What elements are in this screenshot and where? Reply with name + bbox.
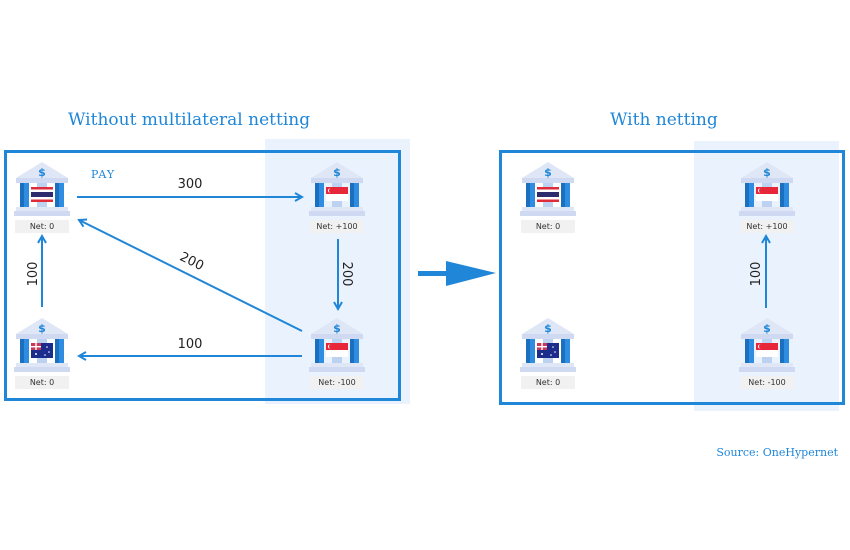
net-position-label: Net: +100 <box>310 220 364 233</box>
right-panel-frame <box>499 150 845 405</box>
bank-icon: $ <box>520 162 576 216</box>
arrow-right-icon <box>418 261 496 286</box>
australia-flag-icon <box>537 343 559 358</box>
dollar-icon: $ <box>544 166 552 179</box>
net-position-label: Net: +100 <box>740 220 794 233</box>
dollar-icon: $ <box>38 322 46 335</box>
dollar-icon: $ <box>763 322 771 335</box>
singapore-flag-icon <box>326 187 348 201</box>
flow-amount: 100 <box>749 262 764 287</box>
bank-icon: $ <box>520 318 576 372</box>
dollar-icon: $ <box>544 322 552 335</box>
dollar-icon: $ <box>333 322 341 335</box>
flow-amount: 100 <box>26 262 41 287</box>
net-position-label: Net: -100 <box>740 376 794 389</box>
flow-amount: 300 <box>178 177 203 192</box>
bank-icon: $ <box>14 162 70 216</box>
bank-icon: $ <box>739 162 795 216</box>
singapore-flag-icon <box>326 343 348 357</box>
bank-singapore-bottom: $ Net: -100 <box>307 314 367 394</box>
right-panel-title: With netting <box>610 110 718 130</box>
dollar-icon: $ <box>763 166 771 179</box>
net-position-label: Net: 0 <box>15 220 69 233</box>
bank-icon: $ <box>14 318 70 372</box>
left-panel-title: Without multilateral netting <box>68 110 311 130</box>
thailand-flag-icon <box>31 187 53 202</box>
singapore-flag-icon <box>756 343 778 357</box>
net-position-label: Net: 0 <box>521 220 575 233</box>
bank-singapore-top: $ Net: +100 <box>737 158 797 238</box>
flow-arrow-singapore-to-thailand <box>79 220 303 332</box>
bank-thailand: $ Net: 0 <box>12 158 72 238</box>
bank-australia: $ Net: 0 <box>518 314 578 394</box>
bank-australia: $ Net: 0 <box>12 314 72 394</box>
source-credit: Source: OneHypernet <box>716 446 838 459</box>
net-position-label: Net: 0 <box>15 376 69 389</box>
dollar-icon: $ <box>333 166 341 179</box>
left-panel-frame <box>4 150 401 401</box>
net-position-label: Net: 0 <box>521 376 575 389</box>
thailand-flag-icon <box>537 187 559 202</box>
pay-label: PAY <box>91 168 116 181</box>
bank-icon: $ <box>309 318 365 372</box>
bank-singapore-top: $ Net: +100 <box>307 158 367 238</box>
bank-icon: $ <box>739 318 795 372</box>
bank-thailand: $ Net: 0 <box>518 158 578 238</box>
bank-icon: $ <box>309 162 365 216</box>
dollar-icon: $ <box>38 166 46 179</box>
bank-singapore-bottom: $ Net: -100 <box>737 314 797 394</box>
singapore-flag-icon <box>756 187 778 201</box>
net-position-label: Net: -100 <box>310 376 364 389</box>
flow-amount: 200 <box>339 262 354 287</box>
flow-amount: 100 <box>178 337 203 352</box>
australia-flag-icon <box>31 343 53 358</box>
